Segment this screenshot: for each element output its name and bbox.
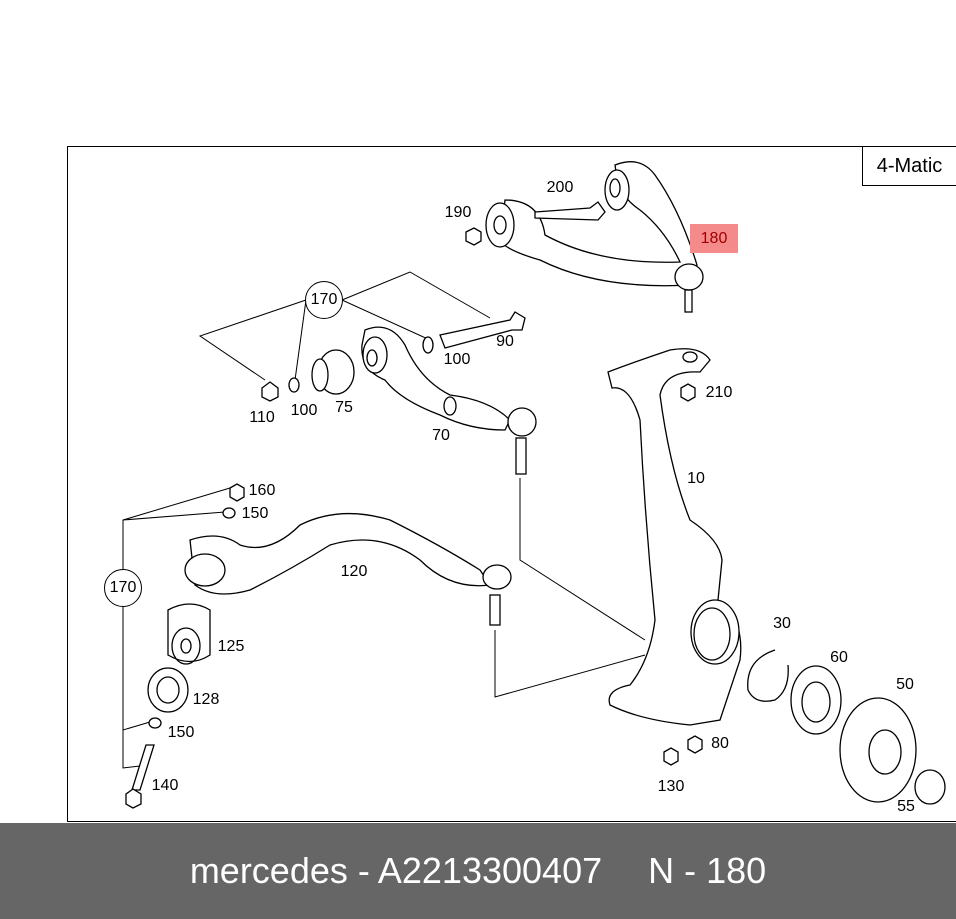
part-label[interactable]: 90	[496, 333, 514, 350]
part-label[interactable]: 150	[167, 724, 195, 741]
part-label[interactable]: 200	[546, 179, 574, 196]
position-number: N - 180	[648, 850, 767, 891]
part-label[interactable]: 125	[217, 638, 245, 655]
strut-arm-part	[261, 311, 537, 475]
part-label[interactable]: 120	[340, 563, 368, 580]
footer-caption: mercedes - A2213300407 N - 180	[0, 823, 956, 919]
variant-label: 4-Matic	[862, 146, 956, 186]
part-label[interactable]: 80	[711, 735, 729, 752]
part-label[interactable]: 55	[897, 798, 915, 815]
part-label[interactable]: 75	[335, 399, 353, 416]
part-label[interactable]: 128	[192, 691, 220, 708]
part-label[interactable]: 140	[151, 777, 179, 794]
part-label-180-highlighted[interactable]: 180	[690, 224, 738, 253]
part-label[interactable]: 210	[705, 384, 733, 401]
part-label[interactable]: 160	[248, 482, 276, 499]
part-label[interactable]: 150	[241, 505, 269, 522]
part-label[interactable]: 50	[896, 676, 914, 693]
part-label[interactable]: 70	[432, 427, 450, 444]
part-label[interactable]: 10	[687, 470, 705, 487]
hub-parts	[747, 649, 946, 805]
part-label[interactable]: 130	[657, 778, 685, 795]
brand-part-number: mercedes - A2213300407	[189, 850, 603, 891]
upper-control-arm-part	[465, 161, 704, 313]
part-label[interactable]: 100	[443, 351, 471, 368]
lower-control-arm-part	[125, 483, 512, 809]
part-label[interactable]: 100	[290, 402, 318, 419]
part-label[interactable]: 30	[773, 615, 791, 632]
part-label[interactable]: 110	[249, 409, 275, 426]
diagram-frame	[67, 146, 956, 822]
group-callout-170-upper[interactable]: 170	[305, 281, 343, 319]
group-callout-170-lower[interactable]: 170	[104, 569, 142, 607]
group-lines	[122, 271, 646, 769]
steering-knuckle-part	[607, 348, 742, 766]
part-label[interactable]: 190	[444, 204, 472, 221]
part-label[interactable]: 60	[830, 649, 848, 666]
